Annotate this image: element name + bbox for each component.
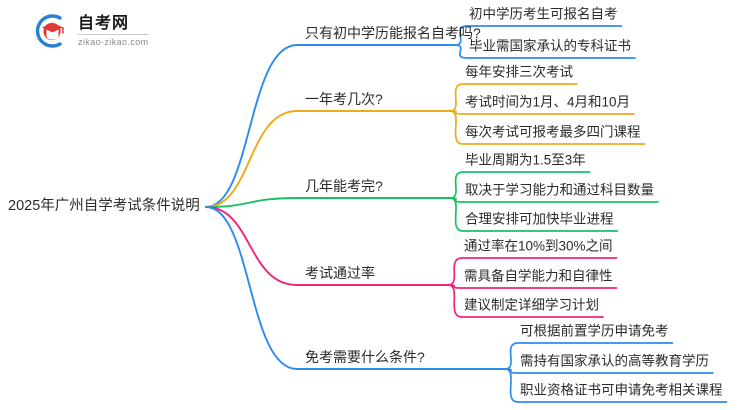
logo-mark-icon [35,14,64,48]
leaf-label-4-2[interactable]: 需具备自学能力和自律性 [464,268,613,284]
connector-path [504,368,714,374]
leaf-label-1-1[interactable]: 初中学历考生可报名自考 [469,6,618,22]
leaf-label-3-3[interactable]: 合理安排可加快毕业进程 [465,211,614,227]
mindmap-root-node[interactable]: 2025年广州自学考试条件说明 [8,198,200,214]
branch-label-4[interactable]: 考试通过率 [305,265,375,281]
leaf-label-2-2[interactable]: 考试时间为1月、4月和10月 [465,94,631,110]
connector-path [449,197,659,203]
leaf-label-1-2[interactable]: 毕业需国家承认的专科证书 [469,38,631,54]
site-logo: 自考网 zikao-zikao.com [30,11,149,51]
leaf-label-5-2[interactable]: 需持有国家承认的高等教育学历 [520,353,709,369]
logo-title: 自考网 [78,14,149,35]
leaf-label-4-3[interactable]: 建议制定详细学习计划 [464,297,599,313]
leaf-label-4-1[interactable]: 通过率在10%到30%之间 [464,238,613,254]
leaf-label-5-1[interactable]: 可根据前置学历申请免考 [520,323,669,339]
branch-label-2[interactable]: 一年考几次? [305,91,383,107]
connector-path [205,206,506,370]
leaf-label-2-1[interactable]: 每年安排三次考试 [465,64,573,80]
leaf-label-3-2[interactable]: 取决于学习能力和通过科目数量 [465,182,654,198]
leaf-label-3-1[interactable]: 毕业周期为1.5至3年 [465,152,586,168]
leaf-label-2-3[interactable]: 每次考试可报考最多四门课程 [465,124,641,140]
logo-subtitle: zikao-zikao.com [78,37,149,47]
branch-label-5[interactable]: 免考需要什么条件? [305,349,425,365]
branch-label-1[interactable]: 只有初中学历能报名自考吗? [305,25,481,41]
connector-path [447,284,618,289]
connector-path [449,110,635,115]
connector-path [205,197,451,208]
leaf-label-5-3[interactable]: 职业资格证书可申请免考相关课程 [520,382,723,398]
branch-label-3[interactable]: 几年能考完? [305,178,383,194]
